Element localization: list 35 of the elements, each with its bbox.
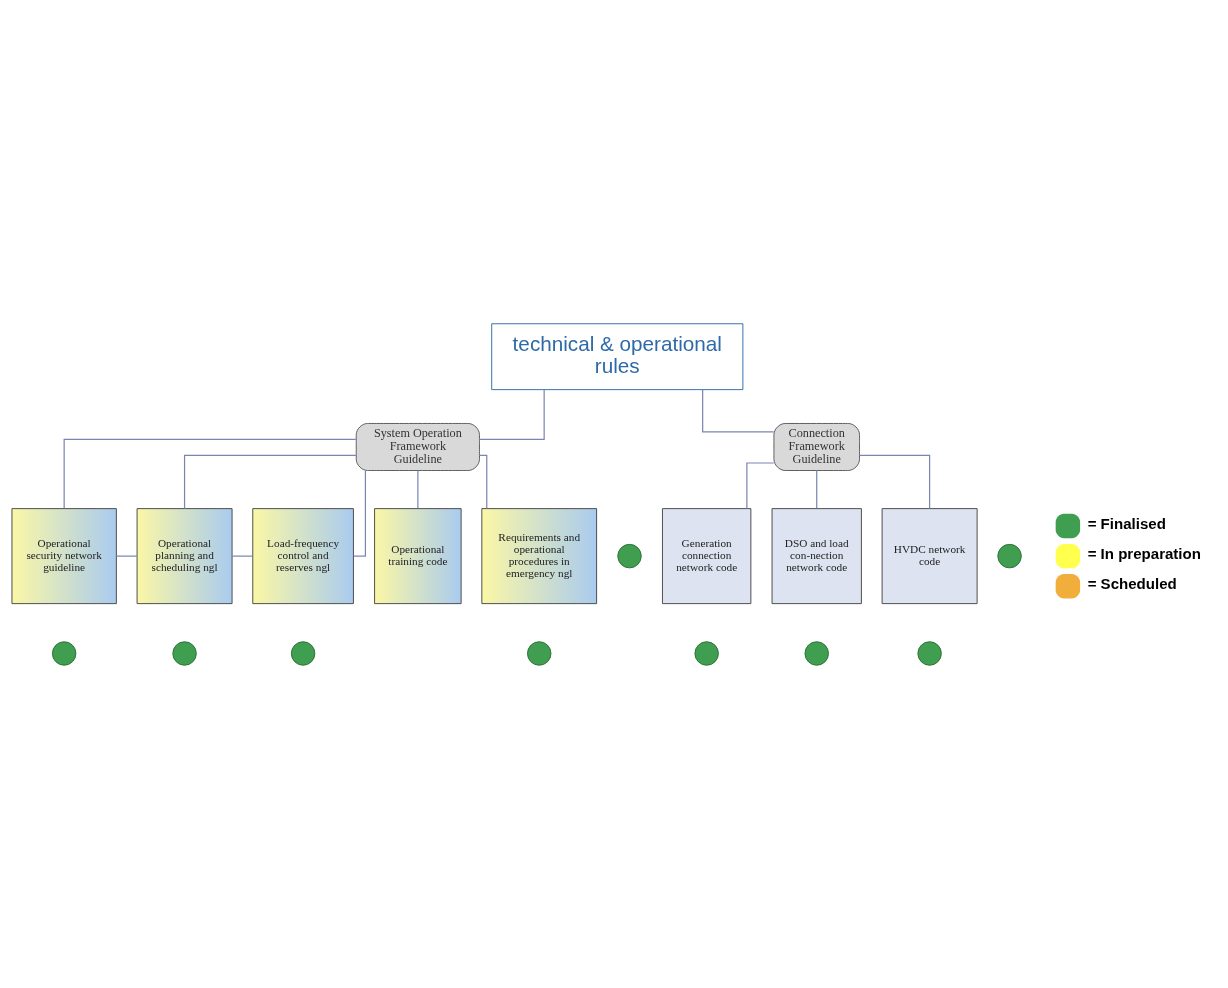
node-circle	[527, 640, 552, 666]
connector	[183, 454, 357, 509]
connector	[479, 454, 488, 509]
connector	[63, 438, 357, 509]
connector	[702, 388, 775, 433]
node-box: Requirements and operational procedures in emergency ngl	[481, 507, 598, 604]
node-circle	[172, 640, 197, 666]
connector	[353, 469, 367, 557]
node-circle	[51, 640, 77, 666]
node-box: Operational security network guideline	[11, 507, 117, 604]
connector	[746, 461, 775, 509]
node-circle	[804, 640, 829, 666]
connector	[231, 555, 254, 557]
connector	[116, 555, 138, 557]
node-box: System Operation Framework Guideline	[355, 422, 480, 471]
connector	[859, 454, 931, 509]
connector	[816, 469, 818, 509]
node-box: technical & operational rules	[491, 322, 744, 390]
node-box: Operational training code	[374, 507, 462, 604]
node-circle	[290, 640, 316, 666]
node-circle	[997, 543, 1022, 568]
legend-label: = In preparation	[1087, 544, 1201, 562]
node-box: HVDC network code	[881, 507, 978, 604]
node-circle	[917, 640, 942, 666]
node-circle	[617, 543, 642, 568]
node-box: DSO and load con-nection network code	[771, 507, 862, 604]
node-box: Connection Framework Guideline	[773, 422, 860, 471]
node-box: Generation connection network code	[662, 507, 752, 604]
legend-label: = Scheduled	[1087, 574, 1177, 592]
node-box: Load-frequency control and reserves ngl	[252, 507, 354, 604]
legend-label: = Finalised	[1087, 514, 1166, 532]
connector	[417, 469, 419, 509]
node-box: Operational planning and scheduling ngl	[136, 507, 233, 604]
connector	[478, 388, 545, 440]
node-circle	[694, 640, 719, 666]
